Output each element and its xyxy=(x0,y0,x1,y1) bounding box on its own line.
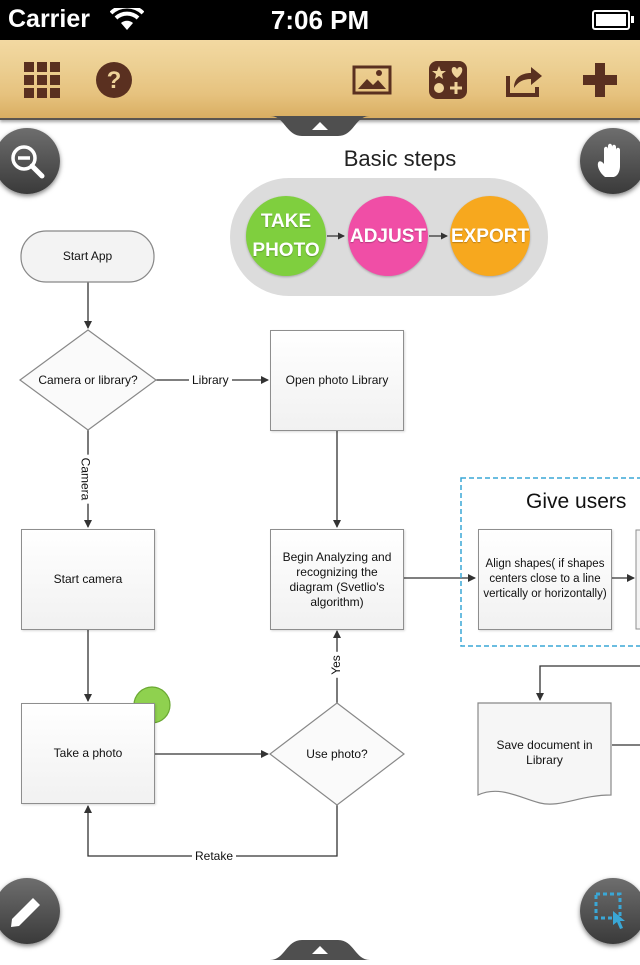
bottom-drawer-handle[interactable] xyxy=(270,938,370,960)
edge-label-library: Library xyxy=(189,373,232,387)
node-open-photo-library[interactable]: Open photo Library xyxy=(270,330,404,431)
edge-label-camera: Camera xyxy=(78,454,93,504)
node-camera-or-library[interactable]: Camera or library? xyxy=(38,372,138,387)
shapes-icon[interactable] xyxy=(428,60,468,100)
node-begin-analyzing[interactable]: Begin Analyzing and recognizing the diag… xyxy=(270,529,404,630)
image-icon[interactable] xyxy=(352,60,392,100)
node-take-photo[interactable]: Take a photo xyxy=(21,703,155,804)
step-adjust[interactable]: ADJUST xyxy=(348,196,428,276)
carrier-label: Carrier xyxy=(8,5,90,33)
steps-arrows xyxy=(327,232,448,240)
group-title: Give users xyxy=(526,490,627,513)
step-export[interactable]: EXPORT xyxy=(450,196,530,276)
share-icon[interactable] xyxy=(504,60,544,100)
node-save-document[interactable]: Save document in Library xyxy=(496,738,593,767)
select-button[interactable] xyxy=(580,878,640,944)
pencil-icon xyxy=(11,898,40,927)
grid-icon[interactable] xyxy=(22,60,62,100)
wifi-icon xyxy=(110,8,144,30)
select-icon xyxy=(594,892,625,929)
hand-icon xyxy=(597,143,620,177)
help-icon[interactable]: ? xyxy=(94,60,134,100)
edit-button[interactable] xyxy=(0,878,60,944)
battery-icon xyxy=(592,10,634,30)
edge-label-retake: Retake xyxy=(192,849,237,863)
zoom-out-button[interactable] xyxy=(0,128,60,194)
edge-label-yes: Yes xyxy=(328,652,343,678)
node-align-shapes[interactable]: Align shapes( if shapes centers close to… xyxy=(478,529,612,630)
status-time: 7:06 PM xyxy=(270,5,370,35)
add-icon[interactable] xyxy=(580,60,620,100)
pan-button[interactable] xyxy=(580,128,640,194)
top-drawer-handle[interactable] xyxy=(270,116,370,138)
steps-title: Basic steps xyxy=(343,146,457,171)
step-take-photo[interactable]: TAKE PHOTO xyxy=(246,196,326,276)
zoom-out-icon xyxy=(11,145,45,179)
node-start-app[interactable]: Start App xyxy=(62,249,113,263)
node-start-camera[interactable]: Start camera xyxy=(21,529,155,630)
svg-text:?: ? xyxy=(107,67,122,94)
status-bar: Carrier 7:06 PM xyxy=(0,0,640,40)
node-use-photo[interactable]: Use photo? xyxy=(306,746,368,761)
